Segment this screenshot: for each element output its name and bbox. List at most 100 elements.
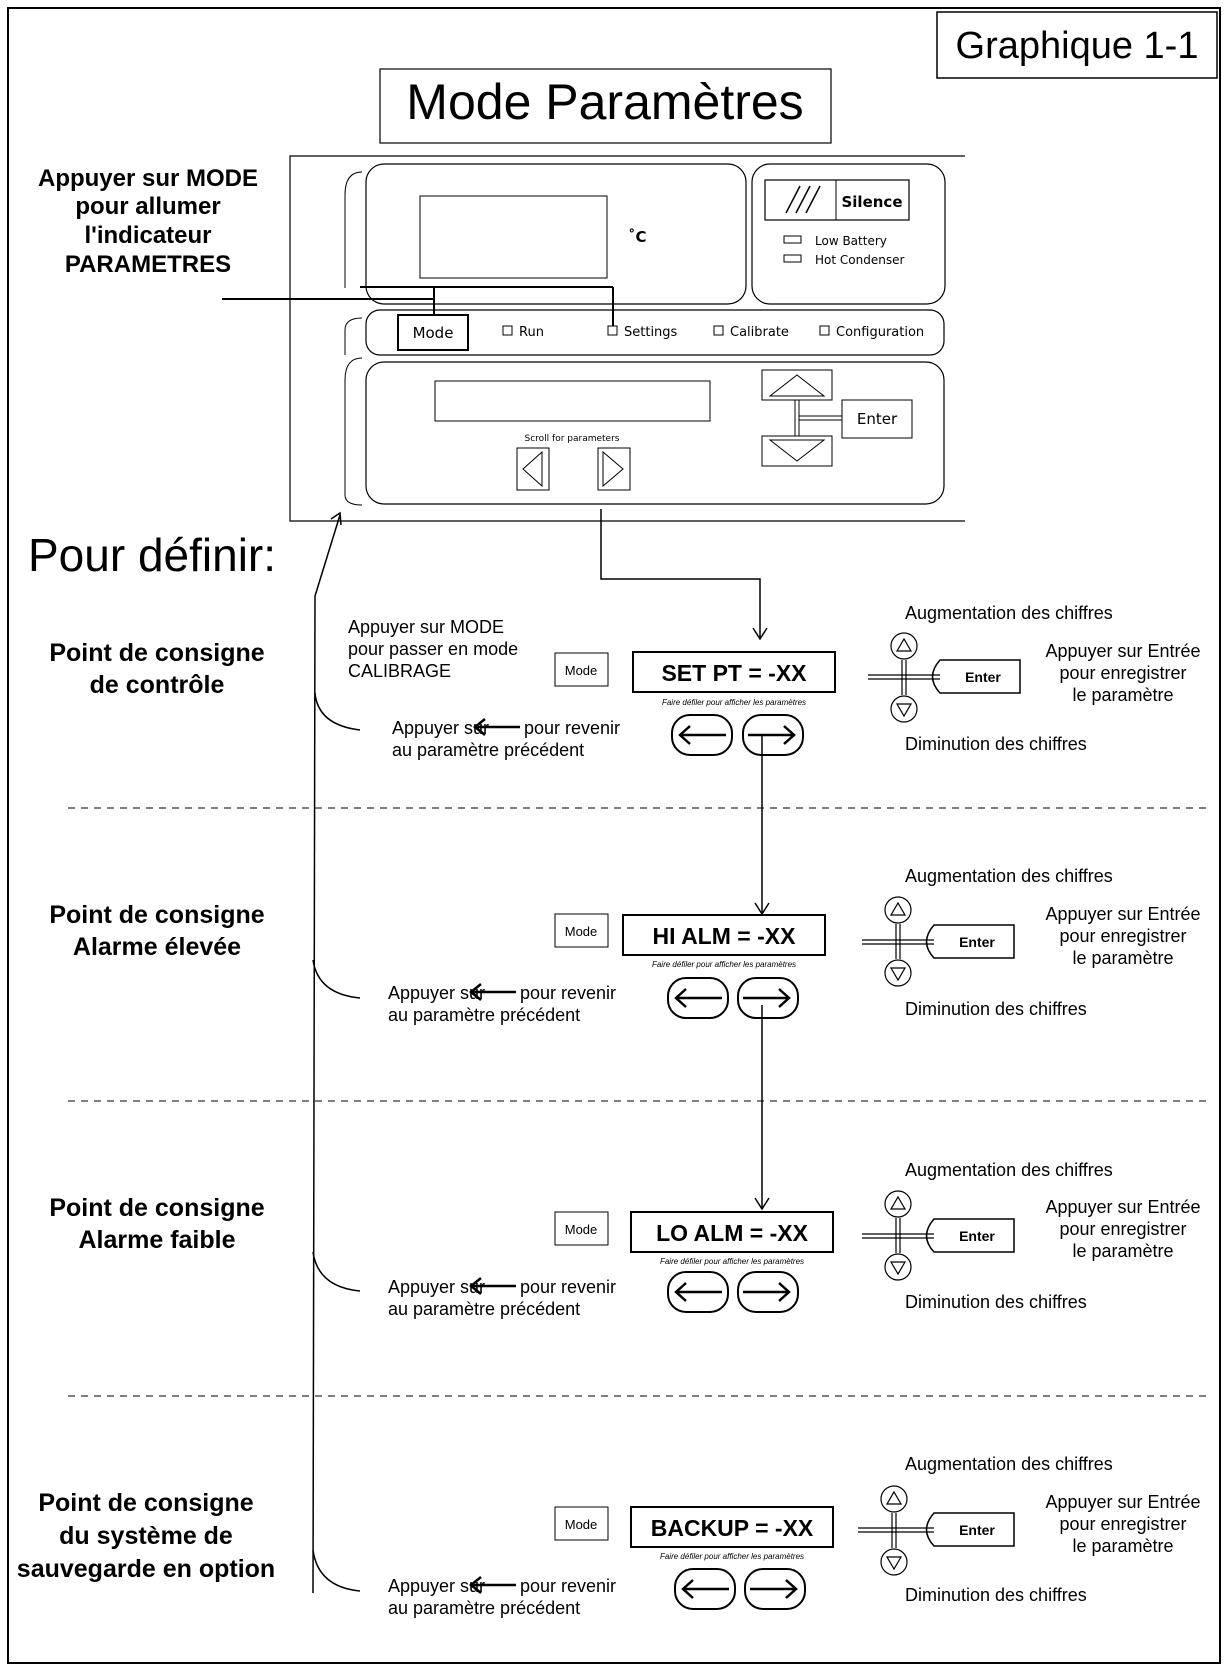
scroll-right-button[interactable] [597,447,631,491]
enter-button-label: Enter [959,1522,995,1538]
silence-label: Silence [841,193,902,211]
run-led [502,325,513,336]
right-arrow-icon [750,1579,798,1599]
mode-button[interactable] [554,1211,609,1246]
next-button[interactable] [742,714,804,756]
enter-button[interactable] [925,1512,1015,1547]
press-enter-text: Appuyer sur Entrée [1045,1492,1200,1512]
down-triangle-icon [895,703,913,718]
down-triangle-icon [889,967,907,982]
up-button[interactable] [890,632,918,660]
decrease-label: Diminution des chiffres [905,1292,1087,1312]
parameter-display [630,1211,834,1253]
settings-led [607,325,618,336]
enter-button[interactable] [925,924,1015,959]
prev-button[interactable] [674,1568,736,1610]
prev-button[interactable] [667,1271,729,1313]
left-triangle-icon [522,450,543,488]
scroll-left-button[interactable] [516,447,550,491]
increase-label: Augmentation des chiffres [905,1454,1113,1474]
back-text: au paramètre précédent [388,1598,580,1618]
increase-label: Augmentation des chiffres [905,866,1113,886]
section-label: de contrôle [90,671,225,699]
temp-display-area [365,163,747,305]
press-enter-text: pour enregistrer [1059,1219,1186,1239]
enter-button[interactable] [931,659,1021,694]
left-arrow-icon [678,725,726,745]
up-button[interactable] [884,1190,912,1218]
keypad-connector [862,924,934,959]
panel-enter-label: Enter [857,410,898,428]
section-backup: Point de consigne du système de sauvegar… [17,1454,1201,1618]
temp-unit: ˚C [628,228,647,246]
mode-button[interactable] [554,913,609,948]
mode-button[interactable] [554,652,609,687]
back-text: au paramètre précédent [388,1005,580,1025]
low-battery-led [783,235,802,244]
section-label: Alarme faible [78,1226,235,1254]
mode-button-label: Mode [565,924,598,939]
hot-condenser-led [783,254,802,263]
next-button[interactable] [744,1568,806,1610]
mode-connector [222,286,614,326]
down-button[interactable] [884,959,912,987]
panel-enter-button[interactable] [841,399,913,439]
section-label: Point de consigne [38,1489,253,1517]
left-arrow-icon [674,1282,722,1302]
down-button[interactable] [884,1253,912,1281]
up-button[interactable] [880,1485,908,1513]
return-bracket [312,511,361,1594]
section-label: du système de [59,1522,233,1550]
back-text: Appuyer sur [388,983,485,1003]
decrease-label: Diminution des chiffres [905,999,1087,1019]
press-enter-text: Appuyer sur Entrée [1045,641,1200,661]
left-arrow-icon [468,983,516,1001]
silence-icon [785,185,821,214]
press-enter-text: le paramètre [1072,1241,1173,1261]
prev-button[interactable] [671,714,733,756]
page-title-text: Mode Paramètres [406,74,803,130]
calibration-note-line: Appuyer sur MODE [348,617,504,637]
page-title: Mode Paramètres [379,68,832,144]
left-arrow-icon [468,1576,516,1594]
mode-button[interactable] [554,1506,609,1541]
enter-button[interactable] [925,1218,1015,1253]
section-high-alarm: Point de consigne Alarme élevée Mode HI … [49,866,1200,1025]
press-enter-text: Appuyer sur Entrée [1045,904,1200,924]
next-button[interactable] [737,1271,799,1313]
increase-label: Augmentation des chiffres [905,1160,1113,1180]
figure-label: Graphique 1-1 [936,11,1218,79]
configuration-label: Configuration [836,325,924,340]
press-mode-line: PARAMETRES [65,251,231,278]
enter-button-label: Enter [959,934,995,950]
panel-down-button[interactable] [761,435,833,467]
press-mode-line: l'indicateur [84,222,211,249]
right-arrow-icon [743,1282,791,1302]
up-triangle-icon [885,1490,903,1505]
mode-button-label: Mode [565,1222,598,1237]
parameter-display-text: HI ALM = -XX [653,923,797,949]
settings-label: Settings [624,325,678,340]
press-enter-text: Appuyer sur Entrée [1045,1197,1200,1217]
down-button[interactable] [880,1548,908,1576]
keypad-connector [868,660,940,695]
next-button[interactable] [737,977,799,1019]
scroll-caption: Faire défiler pour afficher les paramètr… [660,1552,804,1561]
temp-lcd [419,195,608,279]
silence-button[interactable] [764,179,910,221]
keypad-area [365,361,945,505]
up-button[interactable] [884,896,912,924]
panel-up-button[interactable] [761,369,833,401]
figure-label-text: Graphique 1-1 [956,25,1199,67]
calibration-note-line: pour passer en mode [348,639,518,659]
left-arrow-icon [681,1579,729,1599]
down-triangle-icon [889,1261,907,1276]
pour-definir-label: Pour définir: [28,529,276,581]
back-text: au paramètre précédent [388,1299,580,1319]
left-arrow-icon [472,718,520,736]
up-triangle-icon [889,901,907,916]
calibration-note-line: CALIBRAGE [348,661,451,681]
calibrate-led [713,325,724,336]
down-button[interactable] [890,695,918,723]
prev-button[interactable] [667,977,729,1019]
